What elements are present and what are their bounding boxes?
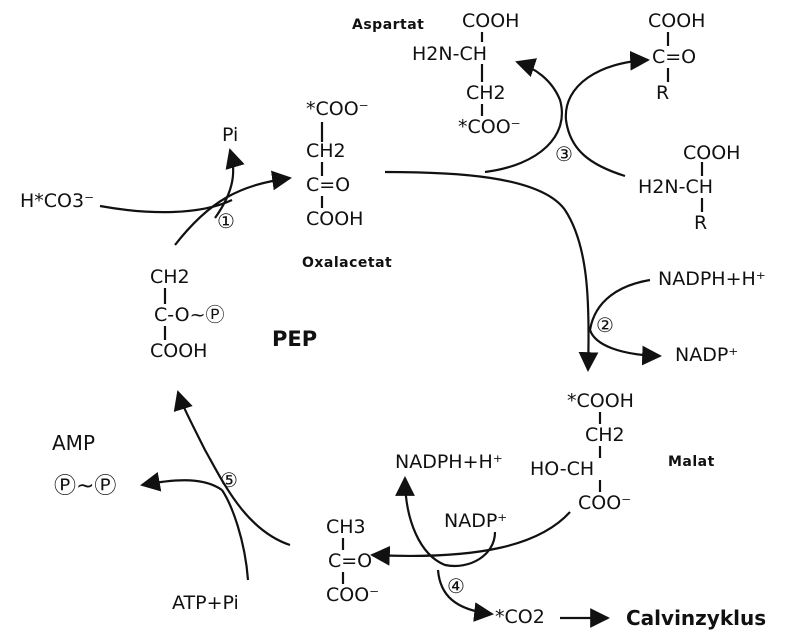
step-3-marker: ③ <box>555 142 573 166</box>
step-2-marker: ② <box>596 313 614 337</box>
arrow-nadph-in <box>588 278 651 331</box>
label-malat: Malat <box>668 454 715 470</box>
arrow-nadp-out <box>588 329 662 366</box>
aspartat-line-4: *COO⁻ <box>458 116 521 138</box>
aminoacid-line-2: H2N-CH <box>638 176 713 198</box>
malat-line-3: HO-CH <box>530 458 595 480</box>
step-1-marker: ① <box>217 209 235 233</box>
reagent-nadp-left: NADP⁺ <box>444 510 508 532</box>
arrow-aminoacid-to-ketoacid <box>564 50 650 178</box>
aminoacid-line-1: COOH <box>683 142 741 164</box>
pyruvat-line-2: C=O <box>328 550 373 572</box>
malat-line-4: COO⁻ <box>578 492 632 514</box>
pyruvat-line-1: CH3 <box>326 516 366 538</box>
reagent-pi: Pi <box>222 124 239 146</box>
ketoacid-line-1: COOH <box>648 10 706 32</box>
oxalacetat-line-1: *COO⁻ <box>306 98 369 120</box>
step-5-marker: ⑤ <box>220 468 238 492</box>
arrow-malat-to-pyruvat <box>370 511 571 566</box>
label-oxalacetat: Oxalacetat <box>302 255 393 271</box>
pep-line-3: COOH <box>150 340 208 362</box>
label-calvinzyklus: Calvinzyklus <box>626 606 767 630</box>
ketoacid-line-3: R <box>656 82 670 104</box>
oxalacetat-line-3: C=O <box>306 174 351 196</box>
arrow-oxalacetat-main <box>384 170 599 372</box>
pep-line-1: CH2 <box>150 266 190 288</box>
aspartat-line-3: CH2 <box>466 82 506 104</box>
malat-line-2: CH2 <box>585 424 625 446</box>
reagent-co2: *CO2 <box>495 606 545 628</box>
label-pep: PEP <box>272 327 318 351</box>
arrow-hco3-in <box>99 199 233 214</box>
arrow-pyruvat-to-pep <box>173 390 291 547</box>
reagent-hco3: H*CO3⁻ <box>20 190 95 212</box>
ketoacid-line-2: C=O <box>652 46 697 68</box>
reagent-nadph-left: NADPH+H⁺ <box>395 451 503 473</box>
arrow-atp-in <box>221 489 250 581</box>
aspartat-line-1: COOH <box>462 10 520 32</box>
arrow-pi-out <box>214 148 245 219</box>
aspartat-line-2: H2N-CH <box>412 43 487 65</box>
malat-line-1: *COOH <box>567 390 634 412</box>
arrow-oxalacetat-to-aspartat <box>484 58 563 174</box>
label-amp: AMP <box>52 431 95 455</box>
reagent-nadp-right: NADP⁺ <box>675 344 739 366</box>
reagent-atp-pi: ATP+Pi <box>172 592 239 614</box>
aminoacid-line-3: R <box>694 212 708 234</box>
arrow-nadp-in-left <box>395 476 497 568</box>
pep-line-2: C-O~Ⓟ <box>154 304 225 326</box>
arrow-ppi-out <box>140 472 223 492</box>
oxalacetat-line-2: CH2 <box>306 140 346 162</box>
oxalacetat-line-4: COOH <box>306 208 364 230</box>
step-4-marker: ④ <box>447 574 465 598</box>
pyruvat-line-3: COO⁻ <box>326 584 380 606</box>
reagent-ppi: Ⓟ~Ⓟ <box>54 474 117 499</box>
reagent-nadph-right: NADPH+H⁺ <box>658 268 766 290</box>
arrow-co2-out <box>436 569 494 622</box>
label-aspartat: Aspartat <box>352 17 425 33</box>
